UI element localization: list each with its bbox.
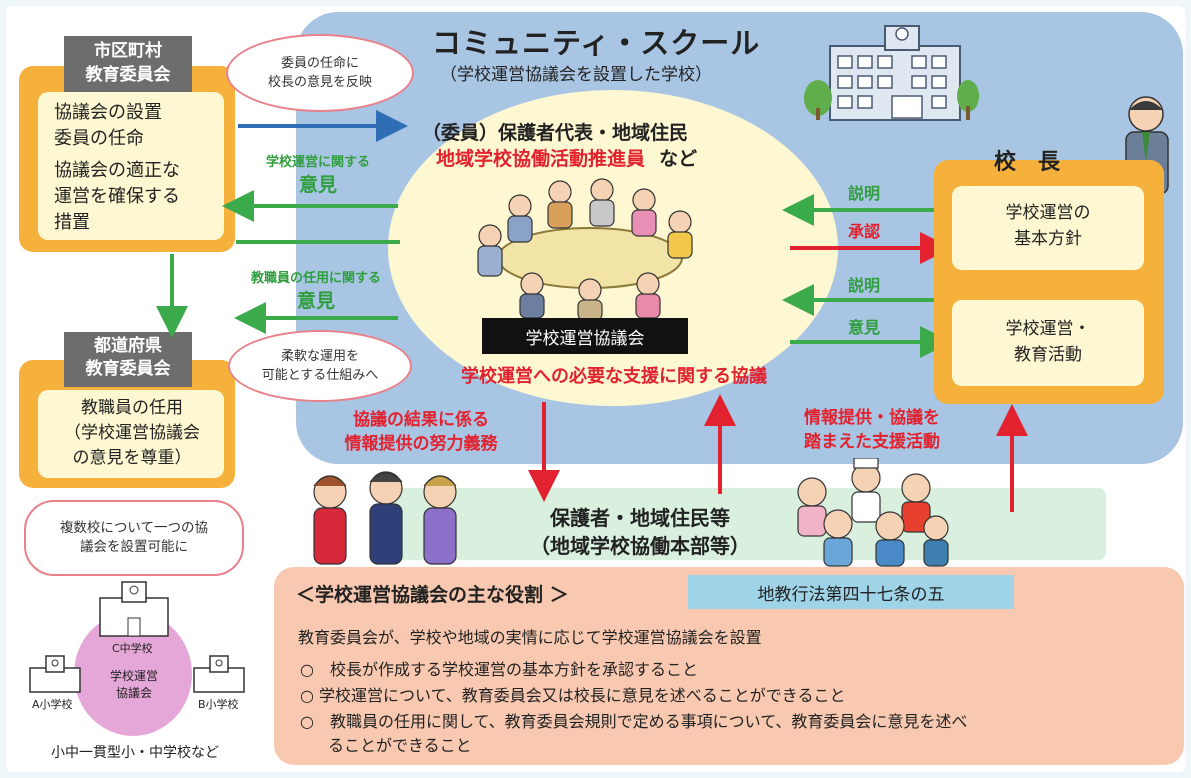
diagram-title: コミュニティ・スクール [432,26,761,60]
school-a-label: A小学校 [32,698,73,711]
multi-school-council: 学校運営 協議会 [104,668,164,702]
label-opinion: 意見 [848,318,881,337]
policy-line1: 学校運営の [1005,203,1091,223]
activity-line1: 学校運営・ [1005,319,1091,339]
diagram-subtitle: （学校運営協議会を設置した学校） [440,65,712,85]
roles-heading: ＜学校運営協議会の主な役割 ＞ [296,584,569,606]
bubble-principal-opinion: 委員の任命に 校長の意見を反映 [226,34,414,112]
multi-school-caption: 小中一貫型小・中学校など [51,745,219,761]
principal-title: 校 長 [994,150,1061,175]
municipal-duties: 協議会の設置 委員の任命 協議会の適正な 運営を確保する 措置 [54,100,180,236]
effort-line2: 情報提供の努力義務 [344,434,498,454]
support-line2: 踏まえた支援活動 [804,432,940,452]
label-explain-1: 説明 [848,184,881,203]
prefecture-duty-3: の意見を尊重） [72,448,192,468]
label-support-activity: 情報提供・協議を 踏まえた支援活動 [772,406,972,454]
municipal-duty-2: 委員の任命 [54,128,144,149]
school-c-icon [99,581,169,637]
community-stakeholders: 保護者・地域住民等 （地域学校協働本部等） [502,504,778,560]
school-b-icon [193,655,245,693]
label-teacher-opinion: 教職員の任用に関する 意見 [234,270,398,314]
prefecture-header-line2: 教育委員会 [85,359,171,379]
council-members-suffix: など [659,148,698,170]
school-c-label: C中学校 [112,642,153,655]
municipal-duties-panel [38,92,224,240]
prefecture-duty-1: 教職員の任用 [81,398,183,418]
law-reference: 地教行法第四十七条の五 [688,575,1014,609]
label-effort-duty: 協議の結果に係る 情報提供の努力義務 [316,408,526,456]
council-discussion: 学校運営への必要な支援に関する協議 [461,366,767,387]
label-school-opinion-line2: 意見 [298,174,337,196]
municipal-duty-4: 運営を確保する [54,186,180,207]
multi-council-line1: 学校運営 [109,669,158,683]
role-item-3: ○ 教職員の任用に関して、教育委員会規則で定める事項について、教育委員会に意見を… [300,712,968,731]
council-members-line2: 地域学校協働活動推進員 など [436,144,697,171]
municipal-duty-5: 措置 [54,212,90,233]
prefecture-duties: 教職員の任用 （学校運営協議会 の意見を尊重） [46,396,218,471]
bubble-bottom-line2: 議会を設置可能に [80,539,188,555]
bubble-top-line1: 委員の任命に [280,56,359,71]
role-item-1: ○ 校長が作成する学校運営の基本方針を承認すること [300,660,698,679]
label-teacher-opinion-line2: 意見 [296,290,335,312]
school-b-label: B小学校 [198,698,239,711]
community-band [386,488,1106,560]
prefecture-duties-panel [38,390,224,478]
policy-panel [952,186,1144,270]
bubble-bottom-line1: 複数校について一つの協 [59,520,209,536]
council-name-label: 学校運営協議会 [482,318,688,354]
municipal-header-line2: 教育委員会 [85,65,171,85]
bubble-top-line2: 校長の意見を反映 [267,75,372,90]
label-school-opinion-line1: 学校運営に関する [265,155,370,170]
community-line2: （地域学校協働本部等） [530,534,750,558]
activity-line2: 教育活動 [1014,345,1082,365]
multi-council-line2: 協議会 [115,686,152,700]
bubble-mid-line1: 柔軟な運用を [280,349,359,364]
community-people-icon [797,458,949,567]
school-a-icon [29,655,81,693]
council-coordinator: 地域学校協働活動推進員 [436,148,646,170]
label-teacher-opinion-line1: 教職員の任用に関する [250,271,381,286]
school-policy: 学校運営の 基本方針 [952,200,1144,252]
municipal-duty-1: 協議会の設置 [54,102,162,123]
policy-line2: 基本方針 [1014,229,1082,249]
support-line1: 情報提供・協議を [804,408,940,428]
effort-line1: 協議の結果に係る [353,410,489,430]
bubble-flexible-operation: 柔軟な運用を 可能とする仕組みへ [228,330,412,402]
bubble-mid-line2: 可能とする仕組みへ [261,368,379,383]
prefecture-header-line1: 都道府県 [94,336,162,356]
bubble-multi-school: 複数校について一つの協 議会を設置可能に [24,500,244,576]
parents-people-icon [313,471,457,565]
school-building-icon [804,25,979,121]
label-school-opinion: 学校運営に関する 意見 [240,154,396,198]
council-members: （委員）保護者代表・地域住民 [422,122,689,144]
activity-panel [952,300,1144,386]
school-activity: 学校運営・ 教育活動 [952,316,1144,368]
meeting-people-icon [477,178,693,320]
role-item-2: ○ 学校運営について、教育委員会又は校長に意見を述べることができること [300,686,846,705]
community-line1: 保護者・地域住民等 [550,506,730,530]
label-explain-2: 説明 [848,276,881,295]
prefecture-duty-2: （学校運営協議会 [64,423,200,443]
prefecture-board-header: 都道府県 教育委員会 [64,332,192,387]
roles-intro: 教育委員会が、学校や地域の実情に応じて学校運営協議会を設置 [298,628,762,647]
role-item-3-cont: ることができること [328,736,472,755]
municipal-duty-3: 協議会の適正な [54,160,180,181]
municipal-header-line1: 市区町村 [94,41,162,61]
label-approve: 承認 [848,222,881,241]
municipal-board-header: 市区町村 教育委員会 [64,36,192,93]
